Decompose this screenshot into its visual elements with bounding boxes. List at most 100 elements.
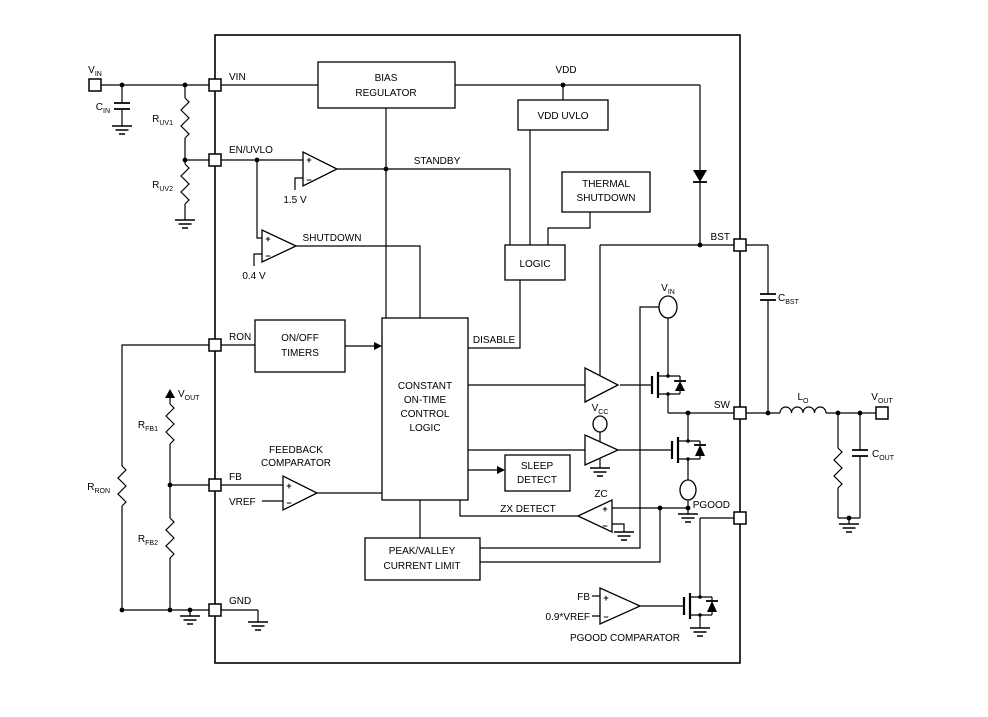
- wire-vdd-net: [455, 84, 701, 245]
- timers-label-2: TIMERS: [281, 348, 319, 359]
- junction-dot: [167, 482, 173, 488]
- peak-valley-label-2: CURRENT LIMIT: [383, 561, 460, 572]
- feedback-comparator-label-1: FEEDBACK: [269, 445, 323, 456]
- hs-body-diode: [675, 381, 685, 391]
- pin-bst: [733, 238, 747, 252]
- vout-feedback-label: VOUT: [178, 389, 200, 402]
- junction-dot: [765, 410, 771, 416]
- shutdown-comparator: [261, 228, 298, 264]
- pin-gnd: [208, 603, 222, 617]
- feedback-comparator-label-2: COMPARATOR: [261, 458, 331, 469]
- wires: [101, 84, 876, 628]
- cout-label: COUT: [872, 449, 895, 462]
- vdd-uvlo-label: VDD UVLO: [537, 111, 588, 122]
- diodes: [674, 170, 718, 612]
- sleep-detect-label-1: SLEEP: [521, 461, 554, 472]
- pin-en-uvlo: [208, 153, 222, 167]
- pin-label-vin: VIN: [229, 72, 246, 83]
- peak-valley-label-1: PEAK/VALLEY: [389, 546, 456, 557]
- ref-0v4-label: 0.4 V: [242, 271, 266, 282]
- mosfet-plates: [650, 372, 692, 619]
- ground-zx-input: [614, 531, 634, 541]
- junction-dot: [182, 157, 188, 163]
- timers-label-1: ON/OFF: [281, 333, 319, 344]
- wire-thermal-to-logic: [547, 212, 591, 245]
- junction-dot: [697, 242, 703, 248]
- cot-to-sleep-arrow: [497, 466, 505, 474]
- ls-body-diode: [695, 445, 705, 456]
- plus-sign: +: [603, 593, 608, 603]
- vin-source-label: VIN: [88, 65, 102, 78]
- pin-label-gnd: GND: [229, 596, 251, 607]
- net-labels: VDD STANDBY SHUTDOWN DISABLE ZC ZX DETEC…: [303, 65, 608, 515]
- rfb1-label: RFB1: [138, 420, 158, 433]
- junction-dot: [666, 374, 670, 378]
- pgood-body-diode: [707, 601, 717, 612]
- timers-to-cot-arrow: [374, 342, 382, 350]
- comparator-labels: 1.5 V 0.4 V FEEDBACK COMPARATOR FB 0.9*V…: [242, 195, 680, 644]
- terminal-vout: [875, 406, 889, 420]
- junction-dot: [119, 82, 125, 88]
- plus-sign: +: [306, 155, 311, 165]
- cot-label-3: CONTROL: [401, 409, 450, 420]
- cbst-label: CBST: [778, 293, 800, 306]
- cin-label: CIN: [96, 102, 110, 115]
- pin-fb: [208, 478, 222, 492]
- net-label-zx-detect: ZX DETECT: [500, 504, 556, 515]
- wire-output-filter: [837, 413, 861, 524]
- net-label-standby: STANDBY: [414, 156, 461, 167]
- ground-ls-source: [678, 513, 698, 523]
- junction-dot: [560, 82, 566, 88]
- vcc-supply-source: [592, 415, 608, 433]
- rfb2-label: RFB2: [138, 534, 158, 547]
- pgood-comparator: [599, 586, 642, 626]
- pin-sw: [733, 406, 747, 420]
- resistor-zigzags: [117, 97, 843, 559]
- net-label-vdd: VDD: [555, 65, 576, 76]
- standby-comparator: [302, 150, 339, 188]
- vout-feedback-arrow: [165, 389, 175, 398]
- junction-dot: [698, 595, 702, 599]
- cot-label-2: ON-TIME: [404, 395, 447, 406]
- vin-supply-label: VIN: [661, 283, 675, 296]
- pins: [88, 78, 889, 617]
- bst-diode: [693, 170, 707, 182]
- wire-ron-net: [121, 344, 374, 610]
- junction-dot: [686, 439, 690, 443]
- block-labels: BIAS REGULATOR VDD UVLO THERMAL SHUTDOWN…: [281, 73, 635, 572]
- inductor-coil: [779, 406, 827, 414]
- junction-dot: [835, 410, 841, 416]
- wire-standby: [337, 168, 511, 245]
- junction-dot: [254, 157, 260, 163]
- thermal-shutdown-label-1: THERMAL: [582, 179, 630, 190]
- plus-sign: +: [602, 504, 607, 514]
- cot-label-4: LOGIC: [409, 423, 440, 434]
- minus-sign: −: [265, 251, 270, 261]
- logic-label: LOGIC: [519, 259, 550, 270]
- wire-fb-net: [169, 398, 382, 610]
- pin-label-fb: FB: [229, 472, 242, 483]
- plus-sign: +: [286, 481, 291, 491]
- junction-dot: [685, 410, 691, 416]
- pin-pgood: [733, 511, 747, 525]
- rron-label: RRON: [87, 482, 110, 495]
- junction-dot: [383, 166, 389, 172]
- junction-dot: [666, 392, 670, 396]
- wire-gnd-net: [122, 609, 259, 622]
- terminal-vin: [88, 78, 102, 92]
- pgood-ref-label: 0.9*VREF: [546, 612, 590, 623]
- ground-external: [180, 615, 200, 625]
- ground-vcc-driver: [590, 467, 610, 477]
- pin-vin: [208, 78, 222, 92]
- blocks: [254, 61, 651, 581]
- minus-sign: −: [603, 612, 608, 622]
- comparator-signs: + − + − + − + − + −: [265, 155, 608, 622]
- component-labels: VIN CIN RUV1 RUV2 RRON VOUT RFB1 RFB2 CB…: [87, 65, 895, 547]
- net-label-disable: DISABLE: [473, 335, 516, 346]
- bias-regulator-block: [317, 61, 456, 109]
- sleep-detect-label-2: DETECT: [517, 475, 557, 486]
- net-label-shutdown: SHUTDOWN: [303, 233, 362, 244]
- junction-dot: [698, 613, 702, 617]
- zx-detect-comparator: [576, 498, 613, 534]
